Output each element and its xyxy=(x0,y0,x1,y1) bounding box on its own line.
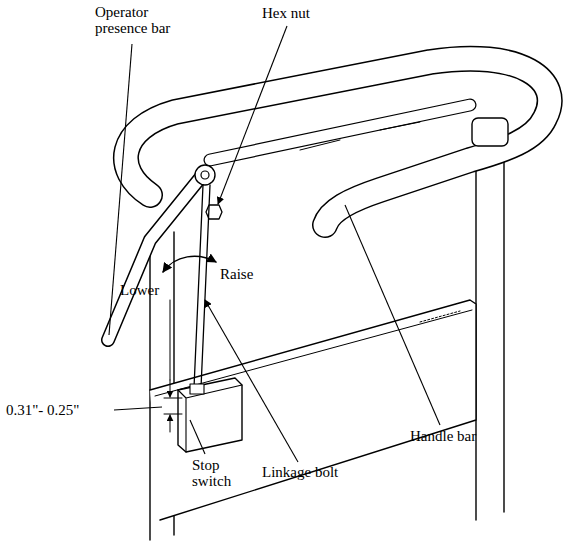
switch-edges xyxy=(178,385,242,452)
panel-slots xyxy=(420,311,460,322)
raise-lower-arrow xyxy=(163,256,216,272)
part-name: Stop switch xyxy=(192,457,252,489)
panel xyxy=(150,300,476,520)
leader-line xyxy=(345,205,440,425)
rail-detail xyxy=(300,122,420,150)
linkage-rod xyxy=(194,185,210,388)
leader-line xyxy=(114,407,162,410)
dimension-arrow xyxy=(170,380,171,397)
leader-line xyxy=(190,420,205,454)
dimension-arrow xyxy=(170,415,171,432)
inner-rail-outline xyxy=(210,105,470,160)
leader-line xyxy=(218,26,287,204)
direction-label: Raise xyxy=(220,266,280,282)
clamp xyxy=(472,118,508,146)
part-name: Hex nut xyxy=(262,5,342,21)
leader-line xyxy=(205,300,298,462)
dimension-lines xyxy=(164,398,182,414)
dimension-extension xyxy=(170,300,171,380)
dimension-label: 0.31"- 0.25" xyxy=(6,402,116,418)
part-name: Linkage bolt xyxy=(262,464,362,480)
inner-rail xyxy=(210,105,470,160)
pivot-pin xyxy=(201,171,209,179)
direction-label: Lower xyxy=(120,282,180,298)
switch-plunger xyxy=(190,384,204,394)
pivot xyxy=(195,165,215,185)
stop-switch xyxy=(178,378,242,452)
part-name: Operator presence bar xyxy=(95,4,195,36)
right-post xyxy=(476,132,504,520)
part-name: Handle bar xyxy=(410,428,510,444)
